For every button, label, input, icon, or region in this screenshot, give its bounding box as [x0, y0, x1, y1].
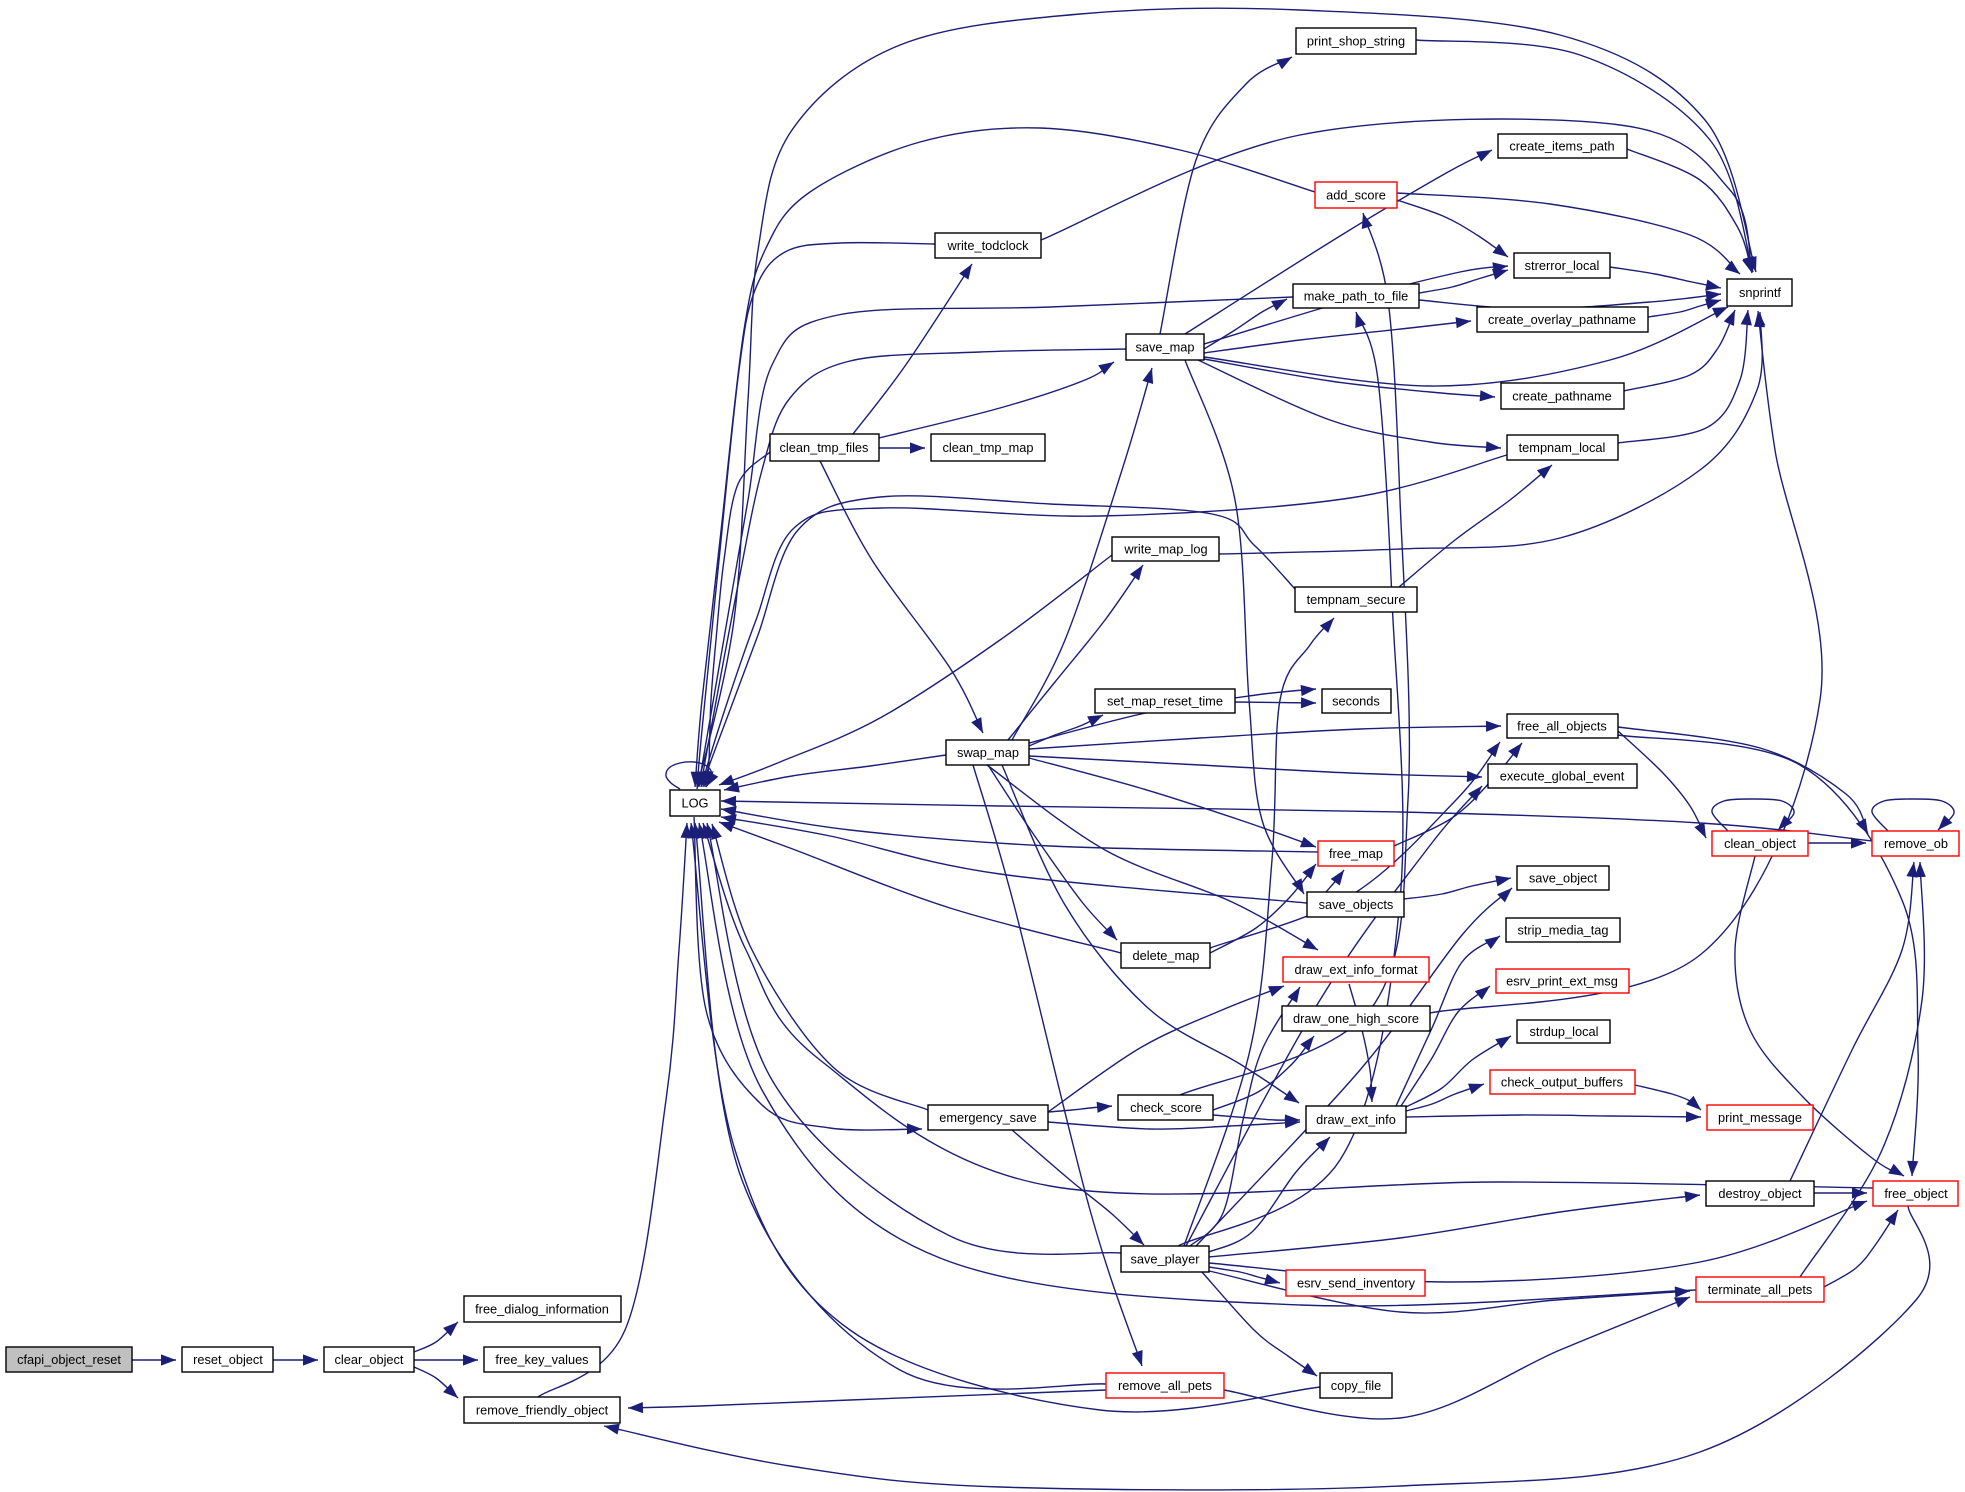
svg-text:terminate_all_pets: terminate_all_pets [1708, 1282, 1813, 1297]
svg-text:strip_media_tag: strip_media_tag [1517, 923, 1608, 938]
svg-text:draw_ext_info_format: draw_ext_info_format [1294, 962, 1418, 977]
svg-text:free_all_objects: free_all_objects [1517, 719, 1607, 734]
svg-text:esrv_send_inventory: esrv_send_inventory [1297, 1276, 1416, 1291]
svg-text:remove_ob: remove_ob [1884, 836, 1948, 851]
svg-text:remove_all_pets: remove_all_pets [1118, 1378, 1212, 1393]
svg-text:clean_object: clean_object [1724, 836, 1796, 851]
svg-text:clean_tmp_files: clean_tmp_files [780, 440, 869, 455]
svg-text:check_score: check_score [1130, 1100, 1202, 1115]
svg-text:LOG: LOG [681, 796, 708, 811]
svg-text:tempnam_secure: tempnam_secure [1307, 592, 1406, 607]
svg-text:free_object: free_object [1884, 1186, 1948, 1201]
svg-text:cfapi_object_reset: cfapi_object_reset [17, 1352, 121, 1367]
svg-text:snprintf: snprintf [1739, 285, 1781, 300]
svg-text:reset_object: reset_object [193, 1352, 263, 1367]
svg-text:swap_map: swap_map [957, 745, 1019, 760]
svg-text:delete_map: delete_map [1133, 948, 1200, 963]
svg-text:free_key_values: free_key_values [495, 1352, 588, 1367]
svg-text:clean_tmp_map: clean_tmp_map [942, 440, 1033, 455]
svg-text:free_map: free_map [1329, 846, 1383, 861]
svg-text:print_message: print_message [1718, 1110, 1802, 1125]
svg-text:emergency_save: emergency_save [939, 1110, 1036, 1125]
svg-text:clear_object: clear_object [334, 1352, 403, 1367]
svg-text:write_todclock: write_todclock [946, 238, 1029, 253]
svg-text:set_map_reset_time: set_map_reset_time [1107, 694, 1223, 709]
svg-text:tempnam_local: tempnam_local [1519, 440, 1606, 455]
svg-text:save_map: save_map [1135, 340, 1194, 355]
svg-text:add_score: add_score [1326, 188, 1386, 203]
svg-text:seconds: seconds [1332, 694, 1380, 709]
svg-text:create_pathname: create_pathname [1512, 389, 1612, 404]
svg-text:remove_friendly_object: remove_friendly_object [476, 1403, 609, 1418]
svg-text:save_objects: save_objects [1319, 897, 1394, 912]
svg-text:save_player: save_player [1130, 1252, 1200, 1267]
svg-text:execute_global_event: execute_global_event [1500, 769, 1625, 784]
svg-text:create_items_path: create_items_path [1509, 139, 1614, 154]
svg-text:strdup_local: strdup_local [1529, 1024, 1598, 1039]
svg-text:draw_ext_info: draw_ext_info [1316, 1112, 1396, 1127]
svg-text:print_shop_string: print_shop_string [1307, 34, 1405, 49]
svg-text:save_object: save_object [1529, 871, 1598, 886]
svg-text:make_path_to_file: make_path_to_file [1304, 289, 1409, 304]
svg-text:create_overlay_pathname: create_overlay_pathname [1488, 312, 1636, 327]
svg-text:esrv_print_ext_msg: esrv_print_ext_msg [1506, 974, 1618, 989]
svg-text:destroy_object: destroy_object [1718, 1186, 1802, 1201]
svg-text:write_map_log: write_map_log [1123, 542, 1207, 557]
svg-text:copy_file: copy_file [1331, 1378, 1382, 1393]
svg-text:free_dialog_information: free_dialog_information [475, 1302, 609, 1317]
svg-text:strerror_local: strerror_local [1525, 258, 1600, 273]
svg-text:draw_one_high_score: draw_one_high_score [1293, 1011, 1419, 1026]
svg-text:check_output_buffers: check_output_buffers [1501, 1075, 1623, 1090]
